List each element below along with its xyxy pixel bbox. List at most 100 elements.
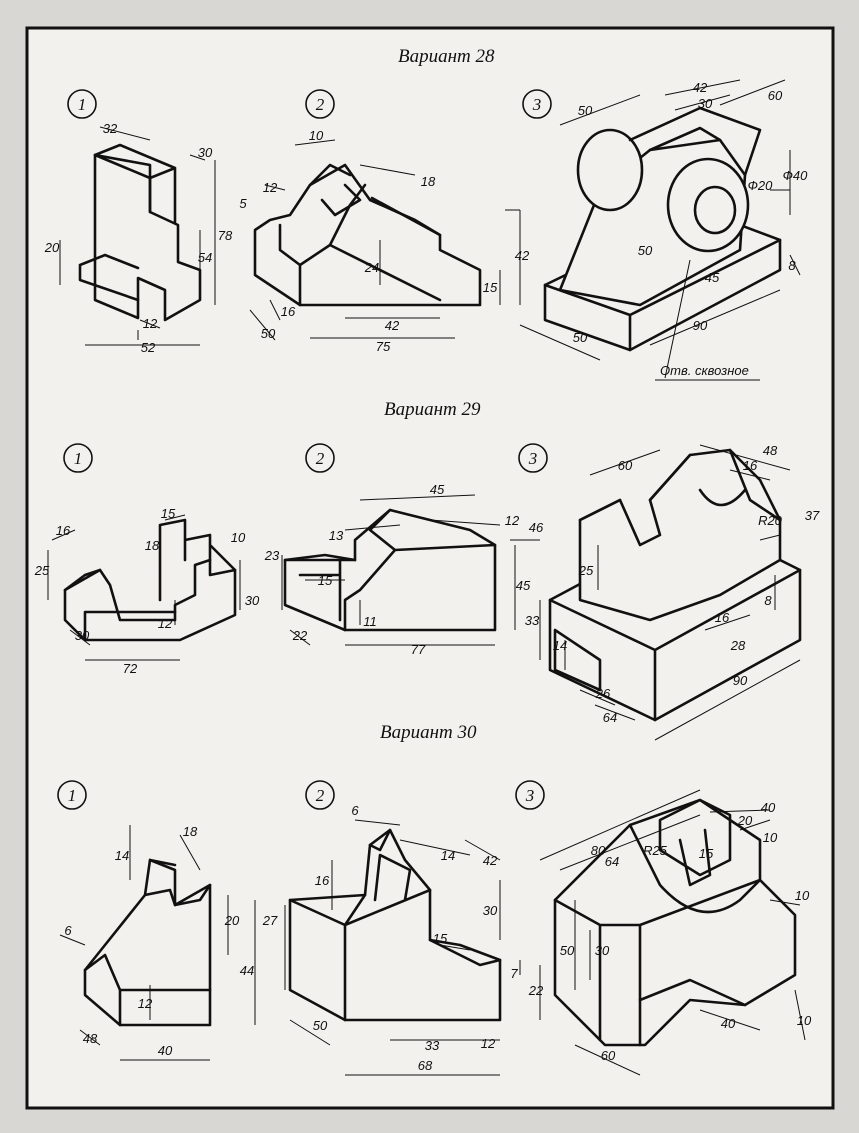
svg-text:33: 33 <box>525 613 540 628</box>
svg-text:60: 60 <box>618 458 633 473</box>
svg-text:8: 8 <box>788 258 796 273</box>
svg-text:10: 10 <box>763 830 778 845</box>
svg-text:50: 50 <box>573 330 588 345</box>
svg-text:42: 42 <box>693 80 708 95</box>
svg-text:12: 12 <box>158 616 173 631</box>
svg-text:25: 25 <box>34 563 50 578</box>
svg-text:10: 10 <box>309 128 324 143</box>
v28-label-3: 3 <box>522 89 552 119</box>
svg-text:2: 2 <box>316 449 325 468</box>
svg-text:30: 30 <box>595 943 610 958</box>
svg-text:40: 40 <box>761 800 776 815</box>
svg-text:45: 45 <box>705 270 720 285</box>
svg-text:90: 90 <box>733 673 748 688</box>
svg-text:16: 16 <box>56 523 71 538</box>
svg-text:52: 52 <box>141 340 156 355</box>
svg-text:28: 28 <box>730 638 746 653</box>
svg-text:32: 32 <box>103 121 118 136</box>
svg-text:8: 8 <box>764 593 772 608</box>
svg-text:50: 50 <box>638 243 653 258</box>
v30-label-3: 3 <box>515 780 545 810</box>
v28-part-2: 10 18 12 5 24 42 15 16 50 42 75 <box>239 128 530 354</box>
v28-part-3: 50 42 30 60 Ф20 Ф40 50 45 8 90 50 Отв. с… <box>519 79 809 381</box>
svg-text:20: 20 <box>44 240 60 255</box>
v30-label-1: 1 <box>57 780 87 810</box>
svg-text:72: 72 <box>123 661 138 676</box>
variant-28-title: Вариант 28 <box>398 46 495 67</box>
svg-text:11: 11 <box>363 614 377 629</box>
svg-text:30: 30 <box>198 145 213 160</box>
variant-29-title: Вариант 29 <box>384 399 481 420</box>
svg-text:15: 15 <box>483 280 498 295</box>
svg-text:10: 10 <box>797 1013 812 1028</box>
svg-text:5: 5 <box>239 196 247 211</box>
svg-text:50: 50 <box>313 1018 328 1033</box>
svg-text:23: 23 <box>264 548 280 563</box>
svg-text:18: 18 <box>421 174 436 189</box>
v29-label-2: 2 <box>305 443 335 473</box>
svg-text:13: 13 <box>329 528 344 543</box>
svg-text:22: 22 <box>292 628 308 643</box>
svg-text:12: 12 <box>481 1036 496 1051</box>
v30-part-2: 6 14 42 16 30 27 15 7 22 50 33 12 68 <box>262 803 544 1076</box>
variant-30-title: Вариант 30 <box>380 722 477 743</box>
svg-text:3: 3 <box>525 786 535 805</box>
svg-text:15: 15 <box>318 573 333 588</box>
svg-text:14: 14 <box>553 638 567 653</box>
svg-text:18: 18 <box>145 538 160 553</box>
svg-text:30: 30 <box>698 96 713 111</box>
svg-text:45: 45 <box>430 482 445 497</box>
svg-text:Ф20: Ф20 <box>748 178 774 193</box>
v30-label-2: 2 <box>305 780 335 810</box>
svg-text:3: 3 <box>528 449 538 468</box>
svg-text:16: 16 <box>715 610 730 625</box>
svg-text:1: 1 <box>74 449 83 468</box>
svg-text:20: 20 <box>224 913 240 928</box>
v30-part-1: 14 18 6 20 44 12 48 40 <box>59 824 256 1061</box>
svg-text:15: 15 <box>699 846 714 861</box>
v29-part-3: 60 48 16 R20 37 25 8 16 33 14 28 26 64 9… <box>525 443 820 741</box>
svg-text:64: 64 <box>603 710 617 725</box>
svg-text:7: 7 <box>510 966 518 981</box>
svg-text:12: 12 <box>138 996 153 1011</box>
svg-text:25: 25 <box>578 563 594 578</box>
v30-part-3: 80 64 40 20 10 R25 15 10 50 30 40 10 60 <box>539 789 812 1076</box>
svg-text:30: 30 <box>75 628 90 643</box>
svg-text:12: 12 <box>505 513 520 528</box>
svg-text:46: 46 <box>529 520 544 535</box>
svg-text:14: 14 <box>441 848 455 863</box>
svg-text:10: 10 <box>795 888 810 903</box>
svg-text:10: 10 <box>231 530 246 545</box>
through-hole-note: Отв. сквозное <box>660 363 749 378</box>
svg-text:26: 26 <box>595 686 611 701</box>
svg-text:12: 12 <box>263 180 278 195</box>
svg-text:44: 44 <box>240 963 254 978</box>
svg-text:6: 6 <box>351 803 359 818</box>
svg-text:14: 14 <box>115 848 129 863</box>
svg-text:50: 50 <box>578 103 593 118</box>
svg-text:Ф40: Ф40 <box>783 168 809 183</box>
svg-text:1: 1 <box>78 95 87 114</box>
svg-text:16: 16 <box>315 873 330 888</box>
svg-text:42: 42 <box>385 318 400 333</box>
svg-text:15: 15 <box>161 506 176 521</box>
v29-label-3: 3 <box>518 443 548 473</box>
svg-text:40: 40 <box>158 1043 173 1058</box>
svg-text:60: 60 <box>768 88 783 103</box>
svg-text:42: 42 <box>515 248 530 263</box>
svg-text:40: 40 <box>721 1016 736 1031</box>
svg-text:22: 22 <box>528 983 544 998</box>
svg-text:33: 33 <box>425 1038 440 1053</box>
svg-text:1: 1 <box>68 786 77 805</box>
svg-text:2: 2 <box>316 95 325 114</box>
v28-label-1: 1 <box>67 89 97 119</box>
v29-part-1: 16 25 15 18 10 30 12 30 72 <box>34 506 260 676</box>
v28-part-1: 32 30 20 78 54 12 52 <box>44 121 233 355</box>
svg-text:80: 80 <box>591 843 606 858</box>
svg-text:15: 15 <box>433 931 448 946</box>
svg-text:3: 3 <box>532 95 542 114</box>
svg-text:45: 45 <box>516 578 531 593</box>
svg-text:30: 30 <box>483 903 498 918</box>
